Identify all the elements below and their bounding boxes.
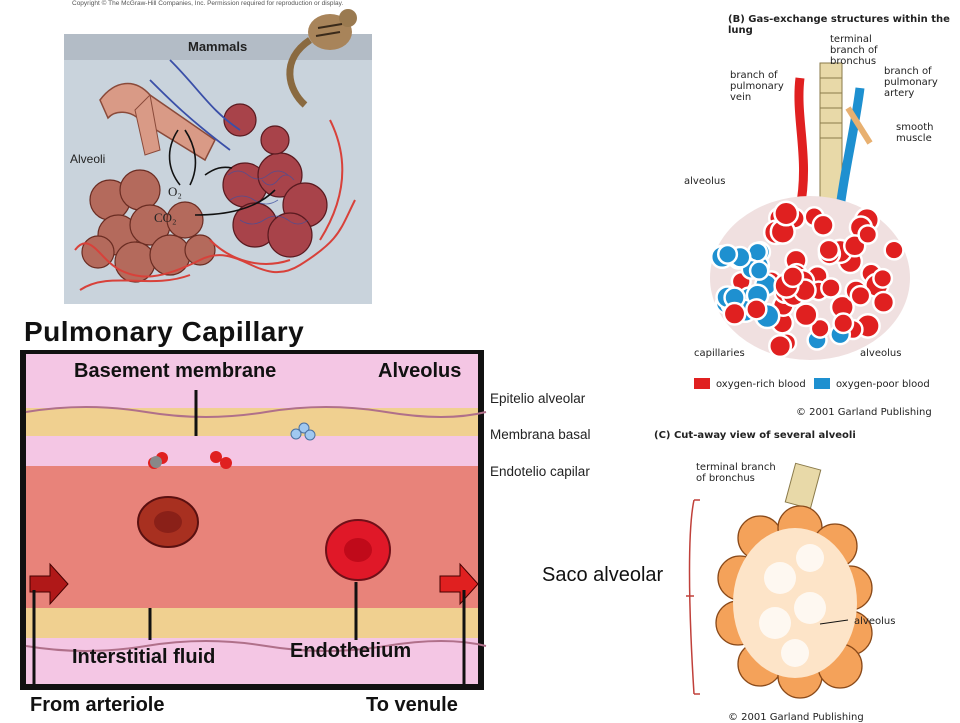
alveolus-cell bbox=[781, 265, 805, 289]
panel-b-copyright: © 2001 Garland Publishing bbox=[796, 407, 932, 418]
capillary-panel: Pulmonary Capillary Basement membrane bbox=[0, 312, 500, 720]
alveolus-bottom-label: alveolus bbox=[860, 348, 902, 359]
pulmonary-vein-label: branch of pulmonary vein bbox=[730, 70, 784, 103]
alveoli-label: Alveoli bbox=[70, 152, 106, 166]
endothelium-label: Endothelium bbox=[290, 640, 412, 662]
membrana-label: Membrana basal bbox=[490, 427, 591, 442]
gas-exchange-panel: (B) Gas-exchange structures within the l… bbox=[670, 8, 950, 428]
alveolar-mass bbox=[709, 200, 905, 359]
alveolus-cell bbox=[820, 277, 842, 299]
alveolus-cell bbox=[883, 239, 905, 261]
mammals-title: Mammals bbox=[188, 39, 248, 54]
co2-label: CO₂ bbox=[154, 210, 177, 225]
alveolus-c-label: alveolus bbox=[854, 616, 896, 627]
mammals-copyright: Copyright © The McGraw-Hill Companies, I… bbox=[72, 0, 344, 7]
terminal-branch-label: terminal branch of bronchus bbox=[830, 34, 878, 67]
cutaway-caption: (C) Cut-away view of several alveoli bbox=[654, 430, 856, 441]
from-arteriole-label: From arteriole bbox=[30, 694, 165, 716]
epitelio-label: Epitelio alveolar bbox=[490, 391, 586, 406]
alveolus-cell bbox=[849, 284, 872, 307]
alveolus-cell bbox=[817, 238, 841, 262]
endotelio-label: Endotelio capilar bbox=[490, 464, 590, 479]
cutaway-illustration bbox=[686, 462, 873, 699]
mammals-illustration bbox=[64, 9, 372, 304]
legend-rich-label: oxygen-rich blood bbox=[716, 379, 806, 390]
alveolus-cell bbox=[748, 260, 770, 281]
capillaries-label: capillaries bbox=[694, 348, 745, 359]
cutaway-panel: (C) Cut-away view of several alveoli ter… bbox=[650, 428, 950, 723]
saco-alveolar-label: Saco alveolar bbox=[542, 564, 664, 586]
alveolus-cell bbox=[768, 334, 793, 359]
capillary-illustration bbox=[20, 350, 487, 690]
alveolus-label-b: alveolus bbox=[684, 176, 726, 187]
basement-membrane-label: Basement membrane bbox=[74, 360, 277, 382]
pulmonary-artery-label: branch of pulmonary artery bbox=[884, 66, 938, 99]
smooth-muscle-label: smooth muscle bbox=[896, 122, 934, 144]
alveolus-cell bbox=[773, 200, 800, 227]
alveolus-cell bbox=[745, 298, 768, 321]
to-venule-label: To venule bbox=[366, 694, 458, 716]
legend-rich-swatch bbox=[694, 378, 710, 389]
alveolus-cell bbox=[857, 224, 879, 245]
legend-poor-label: oxygen-poor blood bbox=[836, 379, 930, 390]
alveolus-cell bbox=[871, 290, 896, 314]
legend-poor-swatch bbox=[814, 378, 830, 389]
capillary-title: Pulmonary Capillary bbox=[24, 316, 305, 347]
alveolus-cell bbox=[872, 267, 894, 289]
alveolus-cell bbox=[793, 302, 819, 328]
mammals-panel: Copyright © The McGraw-Hill Companies, I… bbox=[0, 0, 380, 305]
alveolus-cell bbox=[832, 312, 855, 335]
alveolus-cell bbox=[809, 317, 831, 339]
alveolus-label-c: Alveolus bbox=[378, 360, 462, 382]
terminal-branch-c-label: terminal branch of bronchus bbox=[696, 462, 776, 484]
alveolus-cell bbox=[811, 213, 835, 237]
interstitial-fluid-label: Interstitial fluid bbox=[72, 646, 216, 668]
panel-b-title: (B) Gas-exchange structures within the l… bbox=[728, 14, 950, 36]
alveolus-cell bbox=[722, 301, 747, 326]
o2-label: O₂ bbox=[168, 184, 182, 199]
cutaway-copyright: © 2001 Garland Publishing bbox=[728, 712, 864, 723]
alveolus-cell bbox=[717, 243, 739, 265]
